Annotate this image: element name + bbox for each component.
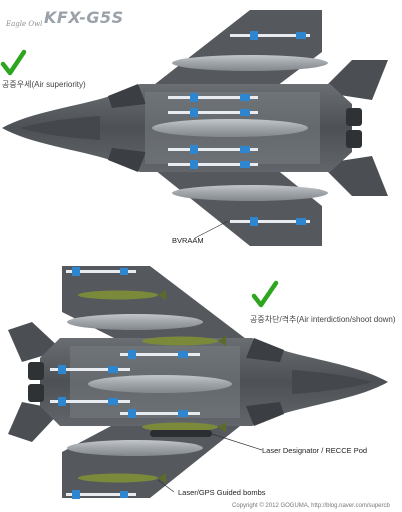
- top-tank-center: [152, 119, 308, 137]
- callout-bvraam: BVRAAM: [172, 236, 204, 245]
- missile: [168, 160, 258, 169]
- top-nose-detail: [20, 116, 100, 140]
- missile: [168, 145, 258, 154]
- missile: [120, 350, 200, 359]
- guided-bomb: [78, 290, 166, 300]
- missile: [120, 409, 200, 418]
- check-icon: [0, 49, 27, 76]
- top-nozzle-lower: [346, 130, 362, 148]
- role-label-air-interdiction: 공중차단/격추(Air interdiction/shoot down): [250, 315, 396, 324]
- top-wing-lower: [150, 160, 322, 246]
- aircraft-top: [2, 10, 388, 246]
- top-tail-upper: [320, 60, 388, 100]
- top-intake-upper: [108, 84, 146, 108]
- copyright-text: Copyright © 2012 GOGUMA, http://blog.nav…: [232, 503, 390, 509]
- missile: [50, 397, 130, 406]
- guided-bomb: [142, 422, 226, 432]
- page-title: KFX-G5S: [44, 8, 124, 27]
- check-icon: [251, 280, 279, 308]
- top-nozzle-upper: [346, 108, 362, 126]
- bottom-intake-upper: [246, 338, 284, 362]
- missile: [66, 490, 136, 499]
- missile: [230, 217, 310, 226]
- top-wing-upper: [150, 10, 322, 95]
- bottom-guided-bombs: [78, 290, 226, 483]
- bottom-nose-detail: [292, 370, 372, 394]
- guided-bomb: [78, 473, 166, 483]
- missile: [168, 108, 258, 117]
- bottom-nozzle-upper: [28, 362, 44, 380]
- guided-bomb: [142, 336, 226, 346]
- bottom-missiles: [50, 267, 200, 499]
- role-label-air-superiority: 공중우세(Air superiority): [2, 80, 86, 89]
- logo-script: Eagle Owl: [6, 20, 43, 28]
- top-intake-lower: [108, 148, 146, 172]
- bottom-tank-lower: [67, 440, 203, 456]
- guided-bombs-leader-line: [157, 479, 175, 493]
- aircraft-bottom: [8, 266, 388, 499]
- bottom-intake-lower: [246, 402, 284, 426]
- callout-laser-designator: Laser Designator / RECCE Pod: [262, 446, 368, 455]
- laser-designator-pod: [150, 430, 212, 437]
- laser-designator-leader-line: [211, 433, 263, 451]
- missile: [66, 267, 136, 276]
- bvraam-leader-line: [194, 220, 229, 239]
- callout-guided-bombs: Laser/GPS Guided bombs: [178, 488, 266, 497]
- top-missiles: [168, 31, 310, 226]
- missile: [168, 93, 258, 102]
- top-tail-lower: [320, 156, 388, 196]
- bottom-tank-upper: [67, 314, 203, 330]
- bottom-wing-upper: [62, 266, 250, 346]
- top-tank-upper: [172, 55, 328, 71]
- missile: [50, 365, 130, 374]
- missile: [230, 31, 310, 40]
- bottom-tank-center: [88, 375, 232, 393]
- bottom-nozzle-lower: [28, 384, 44, 402]
- top-tank-lower: [172, 185, 328, 201]
